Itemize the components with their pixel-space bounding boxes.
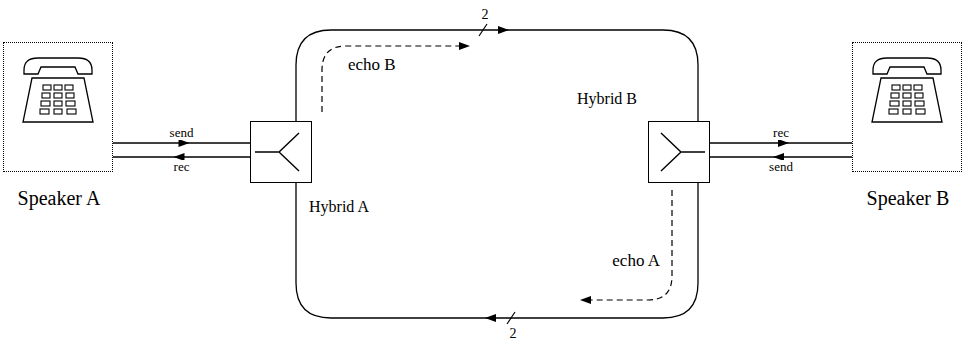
signal-line (113, 139, 250, 147)
signal-label: rec (771, 126, 791, 140)
hybrid-label: Hybrid A (309, 198, 369, 216)
echo-path (590, 190, 672, 300)
speaker-box: Speaker A (3, 42, 113, 172)
hybrid-symbol (251, 122, 311, 182)
arrow-head (459, 42, 470, 50)
arrow-head (778, 139, 789, 147)
speaker-label: Speaker B (867, 187, 950, 209)
signal-line (296, 183, 698, 324)
signal-label: rec (172, 160, 192, 174)
telephone-icon (872, 58, 942, 122)
hybrid-box: Hybrid A (250, 121, 312, 183)
arrow-head (179, 139, 190, 147)
arrow-head (485, 314, 496, 322)
bus-slash (479, 24, 487, 36)
bus-width: 2 (508, 326, 519, 341)
echo-label: echo A (612, 252, 660, 271)
signal-label: send (767, 160, 795, 174)
telephone-icon (23, 58, 93, 122)
arrow-head (498, 26, 509, 34)
speaker-label: Speaker A (18, 187, 101, 209)
hybrid-symbol (649, 122, 709, 182)
hybrid-label: Hybrid B (577, 90, 637, 108)
signal-label: send (168, 126, 196, 140)
bus-width: 2 (480, 7, 491, 22)
echo-path (322, 46, 460, 112)
arrow-head (580, 296, 591, 304)
hybrid-box: Hybrid B (648, 121, 710, 183)
bus-slash (507, 312, 515, 324)
signal-line (296, 24, 698, 121)
echo-label: echo B (348, 56, 396, 75)
speaker-box: Speaker B (852, 42, 962, 172)
signal-line (710, 139, 852, 147)
